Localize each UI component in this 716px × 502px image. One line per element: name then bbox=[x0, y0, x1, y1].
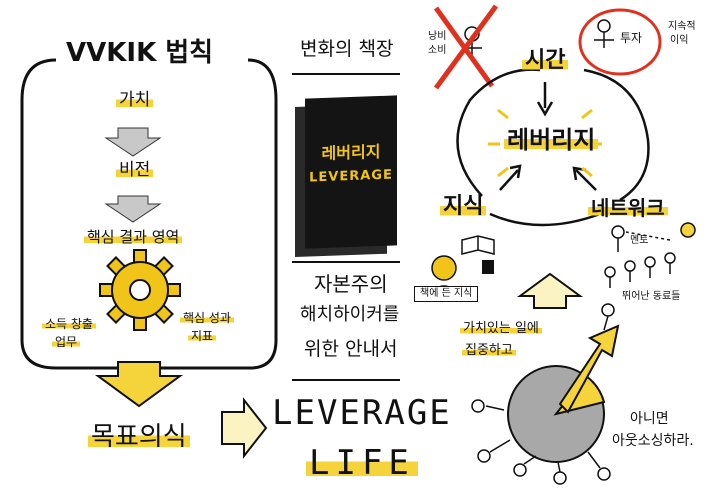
cycle-arc-bottom bbox=[489, 212, 601, 227]
leverage-glow-rays bbox=[488, 108, 602, 178]
mentor-label: 멘토 bbox=[630, 235, 649, 246]
lightbulb-icon bbox=[680, 222, 696, 238]
colleagues-label: 뛰어난 동료들 bbox=[622, 291, 681, 302]
investor-figure-icon bbox=[594, 19, 614, 48]
pie-chart-icon bbox=[507, 324, 620, 463]
network-people-icon bbox=[604, 225, 676, 288]
focus-note-line1: 가치있는 일에 bbox=[460, 322, 542, 335]
vvkik-title: VVKIK 법칙 bbox=[60, 40, 220, 66]
knowledge-label: 지식 bbox=[440, 196, 487, 218]
gear-left-label-line2: 업무 bbox=[52, 336, 81, 348]
gear-right-label-line1: 핵심 성과 bbox=[180, 312, 234, 324]
big-down-arrow bbox=[94, 361, 184, 408]
book-knowledge-ribbon: 책에 든 지식 bbox=[414, 286, 479, 302]
crossed-out-spender-icon bbox=[433, 4, 499, 90]
outsource-note-line2: 아웃소싱하라. bbox=[612, 433, 694, 449]
network-label: 네트워크 bbox=[588, 198, 668, 218]
result-purpose: 목표의식 bbox=[88, 424, 190, 450]
guide-line-2: 해치하이커를 bbox=[300, 304, 400, 325]
step-value: 가치 bbox=[116, 92, 154, 109]
book-title-en: LEVERAGE bbox=[309, 167, 393, 186]
guide-line-3: 위한 안내서 bbox=[304, 338, 398, 360]
focus-note-line2: 집중하고 bbox=[462, 344, 516, 357]
step-key-result-area: 핵심 결과 영역 bbox=[84, 230, 183, 245]
investment-label: 투자 bbox=[620, 31, 643, 45]
down-arrow-2 bbox=[104, 195, 162, 223]
leverage-book: 레버리지 LEVERAGE bbox=[305, 95, 397, 249]
gear-right-label-line2: 지표 bbox=[188, 330, 217, 342]
leverage-center-label: 레버리지 bbox=[504, 128, 599, 152]
waste-label-line2: 소비 bbox=[428, 45, 447, 56]
left-bracket-frame bbox=[20, 58, 278, 370]
leverage-life-line2: LIFE bbox=[306, 446, 418, 480]
time-label: 시간 bbox=[522, 50, 569, 72]
gear-icon bbox=[99, 249, 181, 331]
standing-person-icon bbox=[601, 303, 615, 331]
right-arrow-to-life bbox=[221, 397, 268, 459]
investment-annotation-line1: 지속적 bbox=[668, 21, 696, 32]
outsource-note-line1: 아니면 bbox=[630, 411, 669, 427]
arrow-knowledge-to-leverage bbox=[499, 169, 519, 191]
open-book-icon bbox=[461, 235, 495, 255]
cycle-arc-right bbox=[583, 68, 650, 202]
step-vision: 비전 bbox=[116, 162, 154, 179]
book-title-ko: 레버리지 bbox=[321, 141, 381, 164]
down-arrow-1 bbox=[104, 127, 162, 157]
investment-red-circle bbox=[578, 8, 662, 76]
outsourcing-people-icon bbox=[471, 399, 611, 485]
bookshelf-title: 변화의 책장 bbox=[300, 38, 394, 60]
cycle-arc bbox=[456, 68, 541, 197]
guide-line-1: 자본주의 bbox=[314, 272, 388, 296]
gear-left-label-line1: 소득 창출 bbox=[42, 318, 96, 330]
up-arrow bbox=[516, 272, 584, 309]
leverage-life-line1: LEVERAGE bbox=[272, 393, 452, 433]
waste-label-line1: 낭비 bbox=[428, 31, 447, 42]
phone-icon bbox=[482, 260, 494, 274]
investment-annotation-line2: 이익 bbox=[670, 35, 689, 46]
arrow-network-to-leverage bbox=[575, 169, 597, 191]
